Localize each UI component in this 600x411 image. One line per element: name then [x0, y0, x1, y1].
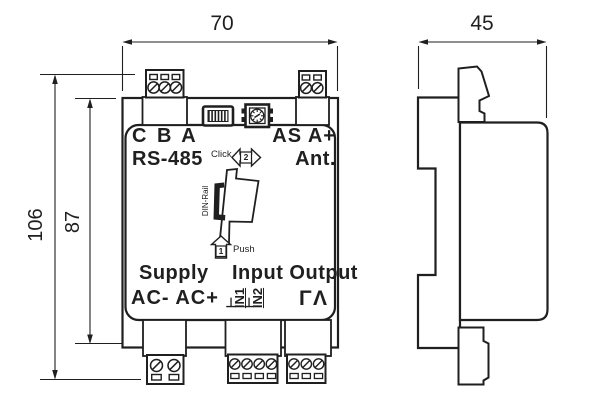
output-contact-1-symbol: Γ — [299, 287, 312, 310]
input2-ground-symbol: ⊥ — [243, 295, 255, 310]
side-depth-dimension: 45 — [470, 12, 494, 35]
step-1-box — [215, 245, 227, 258]
top-right-terminal-stem — [295, 96, 330, 126]
rs485-port-label: RS-485 — [132, 148, 203, 170]
total-height-dimension: 106 — [25, 208, 47, 242]
antenna-terminals-label: AS A+ — [272, 125, 336, 147]
click-action-label: Click — [211, 149, 232, 160]
step-1-number: 1 — [218, 245, 224, 256]
io-title-label: Input Output — [232, 262, 358, 284]
input2-label: IN2 — [249, 287, 265, 309]
dim-total-height — [40, 73, 141, 381]
top-left-terminal-stem — [141, 96, 188, 126]
terminal-block-top-right — [298, 70, 327, 99]
push-action-label: Push — [233, 244, 255, 255]
step-2-box — [239, 151, 253, 164]
terminal-block-bottom-right — [286, 353, 327, 384]
input1-ground-symbol: ⊥ — [225, 295, 237, 310]
side-body-outline — [458, 121, 549, 322]
dim-body-height — [75, 97, 142, 345]
rs485-terminals-label: C B A — [132, 125, 199, 147]
rotary-switch-icon — [241, 103, 273, 129]
rail-cross-section — [213, 182, 226, 221]
terminal-block-bottom-middle — [227, 353, 279, 384]
dip-switch-icon — [201, 105, 235, 127]
terminal-block-bottom-left — [146, 354, 185, 385]
side-rear-panel — [416, 96, 462, 350]
body-height-dimension: 87 — [62, 210, 84, 234]
side-bottom-connector — [457, 326, 490, 386]
bottom-middle-terminal-stem — [224, 319, 282, 357]
din-rail-label: DIN-Rail — [200, 185, 210, 217]
terminal-block-top-left — [145, 69, 185, 99]
side-top-connector — [457, 65, 491, 123]
output-contact-2-symbol: Λ — [313, 287, 328, 310]
bottom-left-terminal-stem — [142, 319, 187, 357]
dim-side-depth — [417, 39, 548, 118]
din-rail-clip-diagram — [209, 147, 262, 259]
dim-front-width — [121, 39, 339, 91]
supply-terminals-label: AC- AC+ — [131, 287, 219, 309]
front-view — [121, 69, 340, 385]
side-view — [416, 65, 549, 386]
supply-title-label: Supply — [139, 262, 209, 284]
bottom-right-terminal-stem — [284, 319, 332, 357]
antenna-port-label: Ant. — [295, 148, 336, 170]
dimension-lines — [40, 39, 548, 381]
front-width-dimension: 70 — [210, 12, 234, 35]
step-2-number: 2 — [243, 151, 249, 162]
